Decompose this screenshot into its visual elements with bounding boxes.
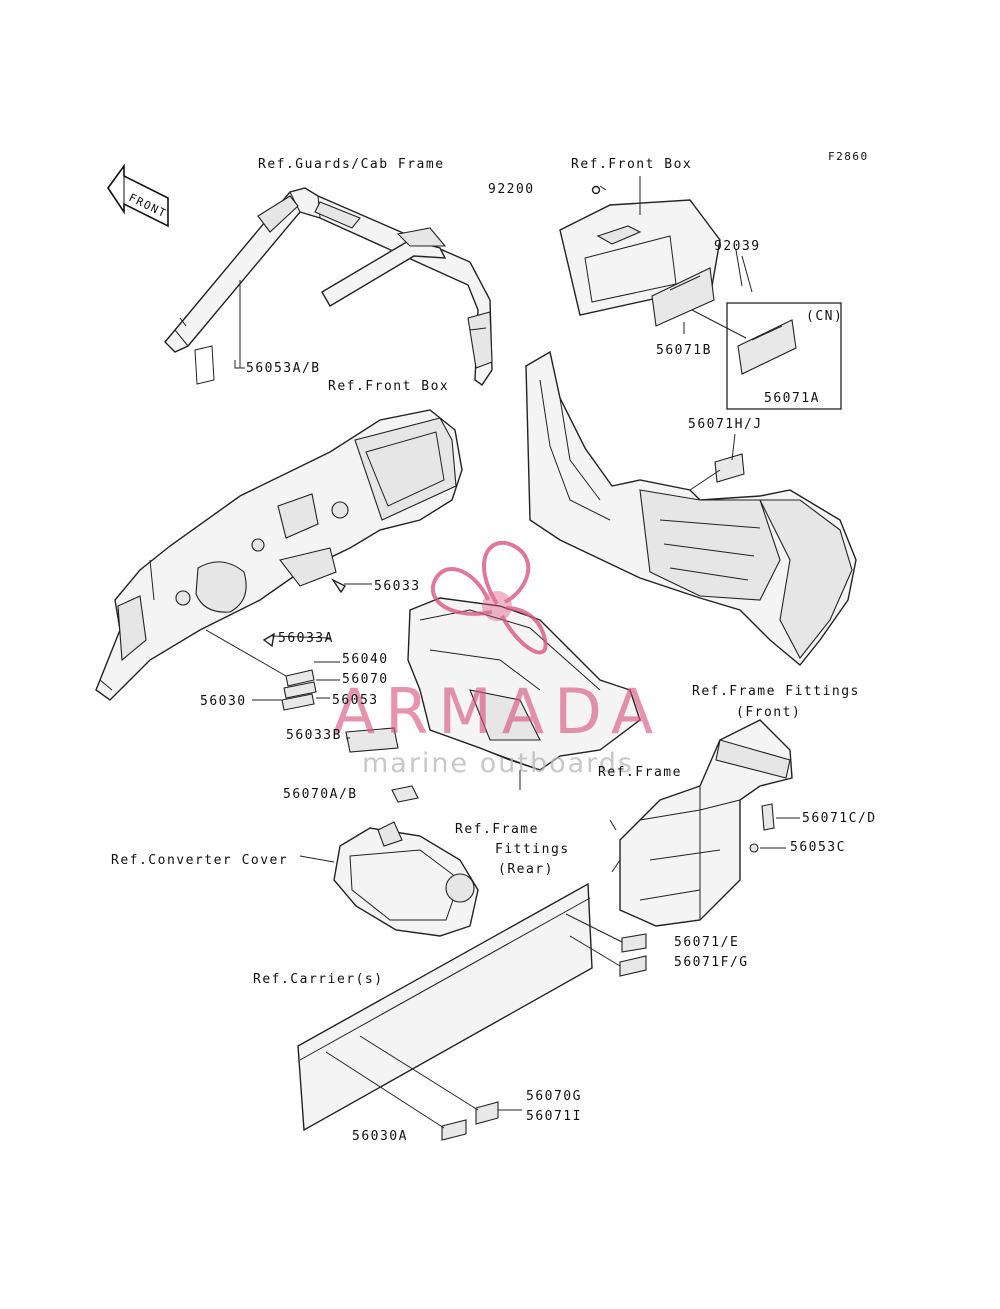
cn-box — [726, 302, 842, 410]
decal-56071b-part — [651, 267, 715, 327]
label-56033a: 56033A — [278, 631, 334, 646]
label-92200: 92200 — [488, 182, 535, 197]
floor-panel-part — [525, 350, 857, 666]
converter-cover-part — [333, 821, 479, 937]
diagram-code: F2860 — [828, 150, 869, 163]
carrier-panel-part — [297, 882, 647, 1141]
label-56033b: 56033B — [286, 728, 342, 743]
decal-56033b-part — [345, 727, 399, 753]
label-56053ab: 56053A/B — [246, 361, 321, 376]
label-frame-fittings-rear-2: Fittings — [495, 842, 570, 857]
label-56071e: 56071/E — [674, 935, 739, 950]
label-frame-fittings-rear-1: Ref.Frame — [455, 822, 539, 837]
label-frame-fittings-front-1: Ref.Frame Fittings — [692, 684, 860, 699]
label-frame-fittings-rear-3: (Rear) — [498, 862, 554, 877]
label-56070ab: 56070A/B — [283, 787, 358, 802]
label-cn: (CN) — [806, 309, 843, 324]
label-56071a: 56071A — [764, 391, 820, 406]
front-arrow-icon: FRONT — [107, 163, 169, 228]
decal-stack-56030-part — [281, 669, 317, 711]
frame-part — [609, 719, 793, 927]
watermark-tagline: marine outboards — [362, 748, 634, 779]
label-front-box-top: Ref.Front Box — [571, 157, 692, 172]
label-56071b: 56071B — [656, 343, 712, 358]
decal-56070ab-part — [391, 785, 419, 803]
label-56030a: 56030A — [352, 1129, 408, 1144]
label-56070: 56070 — [342, 672, 389, 687]
label-56053c: 56053C — [790, 840, 846, 855]
label-56033: 56033 — [374, 579, 421, 594]
label-56071hj: 56071H/J — [688, 417, 763, 432]
watermark-logo: ARMADA marine outboards — [333, 540, 663, 779]
center-console-part — [407, 597, 641, 790]
label-front-box-mid: Ref.Front Box — [328, 379, 449, 394]
label-56053: 56053 — [332, 693, 379, 708]
label-56030: 56030 — [200, 694, 247, 709]
label-converter-cover: Ref.Converter Cover — [111, 853, 288, 868]
callout-labels: F2860 Ref.Guards/Cab Frame Ref.Front Box… — [111, 150, 877, 1144]
label-carrier: Ref.Carrier(s) — [253, 972, 384, 987]
label-56071fg: 56071F/G — [674, 955, 749, 970]
label-56040: 56040 — [342, 652, 389, 667]
label-frame-fittings-front-2: (Front) — [736, 705, 801, 720]
label-guards-cab: Ref.Guards/Cab Frame — [258, 157, 445, 172]
leader-lines — [194, 176, 800, 1129]
dashboard-part — [95, 409, 463, 701]
watermark-brand: ARMADA — [333, 675, 663, 748]
label-92039: 92039 — [714, 239, 761, 254]
cab-frame-part — [164, 187, 493, 386]
propeller-icon — [431, 540, 548, 655]
label-56071cd: 56071C/D — [802, 811, 877, 826]
label-frame: Ref.Frame — [598, 765, 682, 780]
label-56070g: 56070G — [526, 1089, 582, 1104]
label-56071i: 56071I — [526, 1109, 582, 1124]
